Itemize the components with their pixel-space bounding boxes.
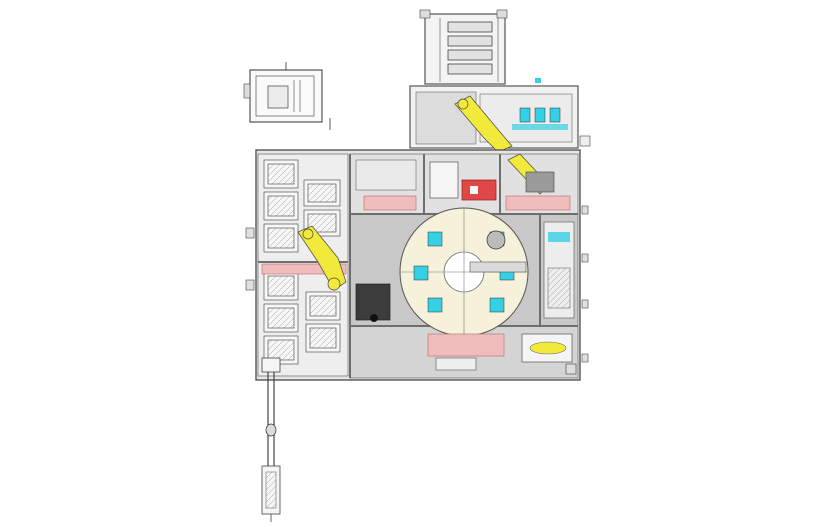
right-column-station	[543, 221, 575, 319]
bottom-conveyor-arm	[261, 357, 281, 522]
left-tray-stacks	[263, 159, 341, 365]
left-pink-conveyor	[261, 263, 347, 275]
left-robot-arm	[297, 225, 347, 291]
upper-bay-fixtures	[355, 153, 571, 211]
bottom-output-area	[427, 333, 577, 375]
rotary-turntable	[399, 207, 529, 337]
top-feeder-tower	[419, 9, 541, 85]
lower-dark-station	[355, 283, 391, 322]
control-cabinet	[243, 62, 331, 130]
side-connectors	[245, 205, 589, 363]
upper-station-module	[409, 85, 591, 153]
